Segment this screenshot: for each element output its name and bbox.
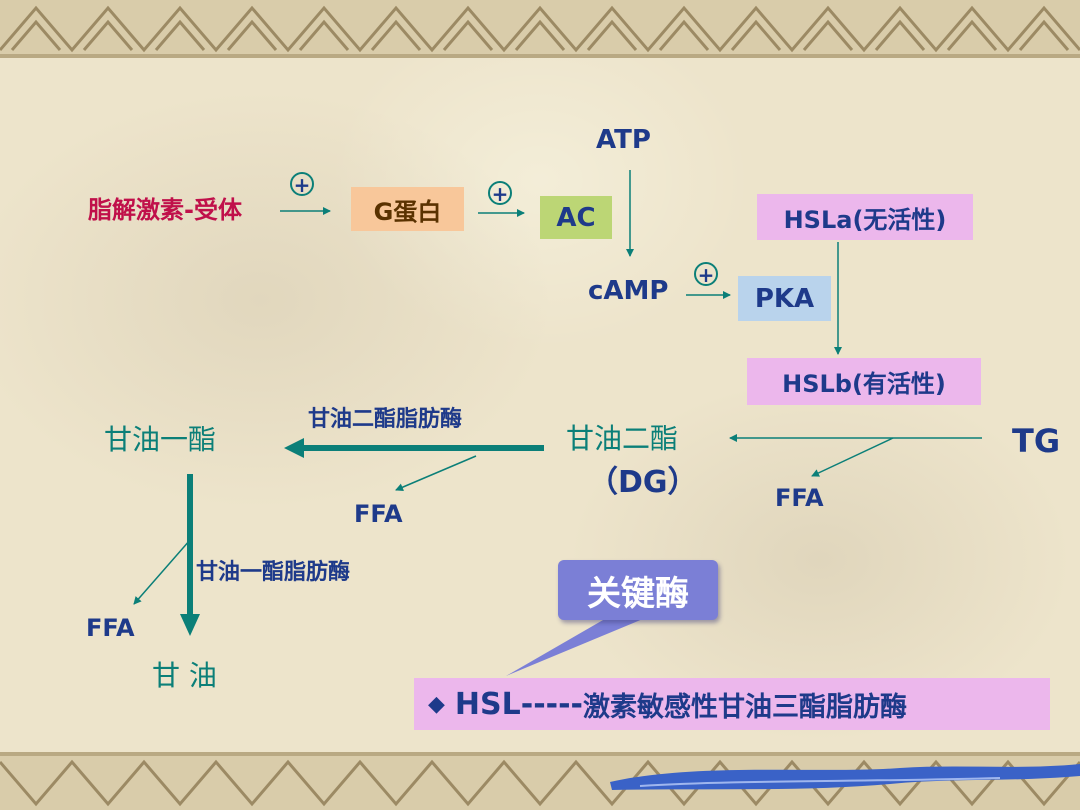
hsl-full-name: 激素敏感性甘油三酯脂肪酶: [583, 691, 908, 723]
plus-gprotein-ac: +: [488, 181, 512, 205]
dg-lipase-label: 甘油二酯脂肪酶: [308, 407, 463, 432]
glycerol-label: 甘 油: [152, 659, 217, 692]
arrow-tg-ffa: [811, 437, 894, 477]
plus-camp-pka: +: [694, 262, 718, 286]
hslb-box: HSLb(有活性): [747, 358, 981, 405]
ffa-from-tg: FFA: [775, 484, 824, 512]
arrow-dg-ffa: [395, 455, 477, 491]
hsla-box: HSLa(无活性): [757, 194, 973, 240]
lipolytic-hormone-receptor: 脂解激素-受体: [88, 196, 242, 224]
diamond-bullet-icon: ◆: [428, 691, 445, 717]
diglyceride-label: 甘油二酯: [566, 422, 679, 455]
pka-box: PKA: [738, 276, 831, 321]
camp-label: cAMP: [588, 276, 669, 306]
arrow-mg-ffa: [133, 539, 191, 605]
hsl-abbreviation: HSL-----: [454, 686, 584, 722]
key-enzyme-callout: 关键酶: [558, 560, 718, 620]
mg-lipase-label: 甘油一酯脂肪酶: [196, 560, 351, 585]
ac-box: AC: [540, 196, 612, 239]
atp-label: ATP: [596, 125, 651, 155]
plus-receptor-gprotein: +: [290, 172, 314, 196]
dg-abbreviation: （DG）: [588, 465, 698, 500]
ffa-from-mg: FFA: [86, 614, 135, 642]
bottom-border-pattern: [0, 752, 1080, 810]
ffa-from-dg: FFA: [354, 500, 403, 528]
tg-label: TG: [1012, 422, 1061, 460]
hsl-definition-bar: ◆ HSL----- 激素敏感性甘油三酯脂肪酶: [414, 678, 1050, 730]
monoglyceride-label: 甘油一酯: [104, 423, 217, 456]
callout-pointer: [506, 616, 650, 676]
g-protein-box: G蛋白: [351, 187, 464, 231]
top-border-pattern: [0, 0, 1080, 58]
